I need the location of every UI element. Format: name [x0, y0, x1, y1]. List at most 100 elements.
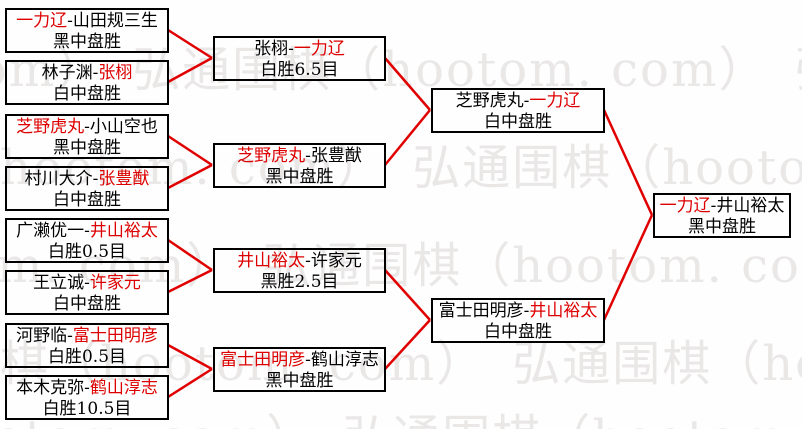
player-separator: -: [84, 378, 90, 398]
match-box-r1-3: 芝野虎丸-小山空也 黑中盘胜: [5, 114, 169, 159]
player-name: 张栩: [254, 39, 289, 59]
connector-line: [167, 134, 213, 167]
player-name: 山田规三生: [72, 11, 158, 31]
connector-line: [167, 367, 213, 399]
match-box-r2-3: 井山裕太-许家元 黑胜2.5目: [213, 248, 386, 293]
match-box-final: 一力辽-井山裕太 黑中盘胜: [653, 193, 791, 238]
player-name: 芝野虎丸: [455, 91, 524, 111]
player-name: 张栩: [98, 63, 133, 83]
match-players: 富士田明彦-井山裕太: [433, 301, 603, 322]
player-name: 芝野虎丸: [237, 146, 306, 166]
match-result: 白中盘胜: [53, 294, 121, 314]
player-separator: -: [84, 273, 90, 293]
match-players: 芝野虎丸-张豊猷: [215, 146, 384, 167]
player-separator: -: [288, 39, 294, 59]
watermark-row: 弘通围棋（hootom. com） 弘通围棋（hootom. com） 弘通围棋…: [0, 140, 802, 196]
player-separator: -: [84, 117, 90, 137]
match-box-r1-5: 广濑优一-井山裕太 白胜0.5目: [5, 218, 169, 263]
connector-line: [167, 28, 213, 60]
player-name: 芝野虎丸: [16, 117, 85, 137]
match-players: 王立诚-许家元: [7, 273, 167, 294]
match-players: 张栩-一力辽: [215, 39, 384, 60]
connector-line: [167, 268, 213, 294]
match-result: 白胜0.5目: [47, 347, 127, 367]
player-name: 井山裕太: [716, 196, 785, 216]
match-players: 村川大介-张豊猷: [7, 169, 167, 190]
player-name: 王立诚: [33, 273, 85, 293]
player-name: 井山裕太: [529, 301, 598, 321]
player-name: 张豊猷: [98, 169, 150, 189]
player-name: 井山裕太: [89, 221, 158, 241]
player-name: 富士田明彦: [220, 350, 306, 370]
match-box-r1-6: 王立诚-许家元 白中盘胜: [5, 270, 169, 315]
match-result: 白胜6.5目: [260, 60, 339, 80]
match-box-r2-2: 芝野虎丸-张豊猷 黑中盘胜: [213, 143, 386, 188]
match-box-r2-4: 富士田明彦-鹤山淳志 黑中盘胜: [213, 347, 386, 392]
match-result: 黑中盘胜: [688, 217, 756, 237]
match-result: 白中盘胜: [484, 112, 552, 132]
match-box-sf-1: 芝野虎丸-一力辽 白中盘胜: [431, 88, 605, 133]
match-result: 白胜10.5目: [42, 399, 132, 419]
match-players: 广濑优一-井山裕太: [7, 221, 167, 242]
player-separator: -: [305, 350, 311, 370]
match-players: 芝野虎丸-小山空也: [7, 117, 167, 138]
match-players: 河野临-富士田明彦: [7, 326, 167, 347]
match-box-r1-8: 本木克弥-鹤山淳志 白胜10.5目: [5, 375, 169, 420]
connector-line: [384, 109, 431, 166]
player-name: 鹤山淳志: [89, 378, 158, 398]
connector-line: [167, 56, 213, 84]
connector-line: [167, 163, 213, 190]
connector-line: [167, 343, 213, 371]
match-box-r1-4: 村川大介-张豊猷 白中盘胜: [5, 166, 169, 211]
player-separator: -: [92, 63, 99, 83]
player-name: 一力辽: [293, 39, 345, 59]
player-separator: -: [305, 146, 311, 166]
match-players: 富士田明彦-鹤山淳志: [215, 350, 384, 371]
match-box-r1-2: 林子渊-张栩 白中盘胜: [5, 60, 169, 105]
match-players: 芝野虎丸-一力辽: [433, 91, 603, 112]
player-name: 一力辽: [16, 11, 68, 31]
match-result: 黑中盘胜: [53, 138, 121, 158]
match-players: 本木克弥-鹤山淳志: [7, 378, 167, 399]
connector-line: [167, 238, 213, 272]
player-separator: -: [84, 221, 90, 241]
player-separator: -: [523, 91, 530, 111]
connector-line: [602, 109, 654, 216]
player-name: 林子渊: [41, 63, 93, 83]
match-result: 黑中盘胜: [265, 371, 334, 391]
match-result: 白中盘胜: [53, 190, 121, 210]
player-name: 许家元: [310, 251, 362, 271]
connector-line: [384, 319, 431, 370]
match-box-r1-1: 一力辽-山田规三生 黑中盘胜: [5, 8, 169, 53]
match-result: 白胜0.5目: [47, 242, 127, 262]
match-box-r2-1: 张栩-一力辽 白胜6.5目: [213, 36, 386, 81]
match-box-r1-7: 河野临-富士田明彦 白胜0.5目: [5, 323, 169, 368]
player-name: 一力辽: [529, 91, 581, 111]
player-separator: -: [67, 326, 73, 346]
player-name: 一力辽: [659, 196, 711, 216]
player-separator: -: [92, 169, 99, 189]
player-name: 鹤山淳志: [310, 350, 379, 370]
match-box-sf-2: 富士田明彦-井山裕太 白中盘胜: [431, 298, 605, 343]
match-players: 一力辽-井山裕太: [655, 196, 789, 217]
player-name: 小山空也: [89, 117, 158, 137]
connector-line: [384, 269, 431, 321]
player-name: 富士田明彦: [438, 301, 524, 321]
player-name: 河野临: [16, 326, 68, 346]
player-separator: -: [710, 196, 717, 216]
match-result: 黑胜2.5目: [260, 272, 339, 292]
player-name: 村川大介: [24, 169, 93, 189]
match-result: 白中盘胜: [484, 322, 552, 342]
player-name: 许家元: [89, 273, 141, 293]
player-separator: -: [523, 301, 530, 321]
connector-line: [384, 57, 431, 111]
match-players: 井山裕太-许家元: [215, 251, 384, 272]
player-name: 张豊猷: [310, 146, 362, 166]
match-result: 黑中盘胜: [265, 167, 334, 187]
connector-line-group: [167, 28, 654, 399]
player-separator: -: [305, 251, 311, 271]
watermark-row: 弘通围棋（hootom. com） 弘通围棋（hootom. com） 弘通围棋…: [0, 398, 802, 429]
player-separator: -: [67, 11, 73, 31]
player-name: 井山裕太: [237, 251, 306, 271]
